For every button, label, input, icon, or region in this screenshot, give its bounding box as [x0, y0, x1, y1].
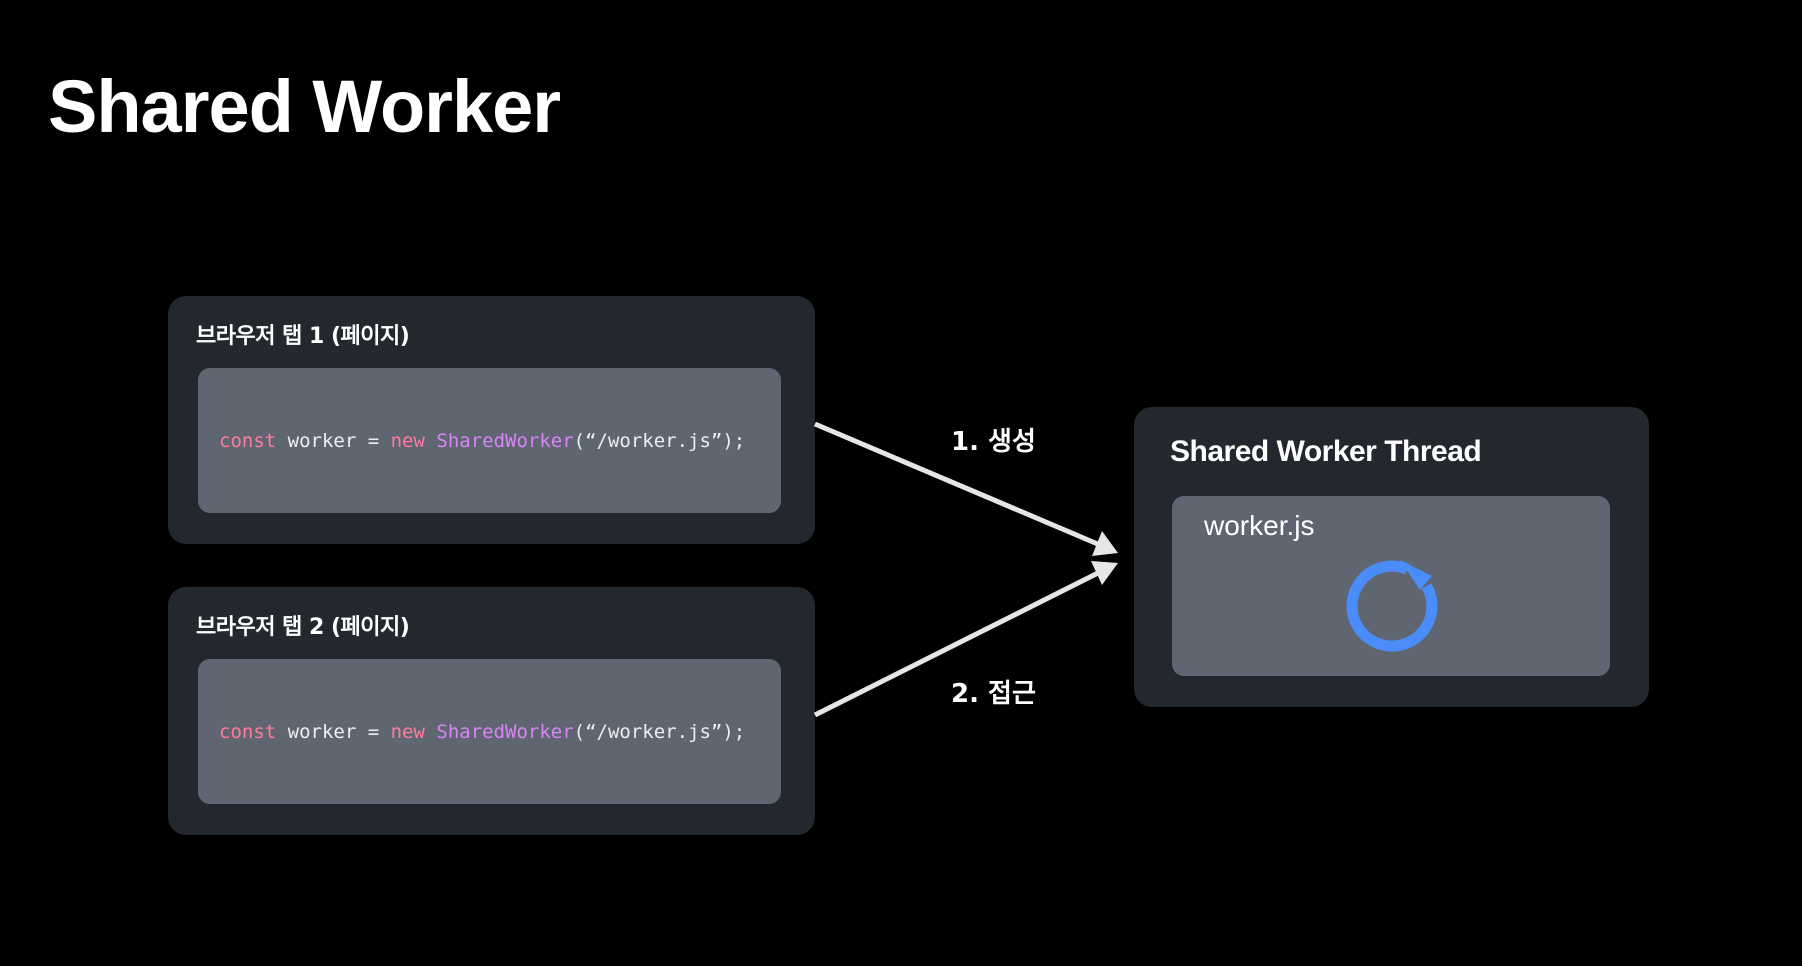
worker-file-name: worker.js	[1204, 510, 1315, 541]
slide-title: Shared Worker	[48, 65, 561, 148]
reload-icon	[1346, 560, 1438, 652]
arrow-create-head	[1092, 531, 1118, 556]
arrow-access	[813, 569, 1102, 718]
code-variable: worker =	[276, 720, 391, 743]
code-keyword-const: const	[219, 720, 277, 743]
browser-tab-2-code-box: const worker = new SharedWorker(“/worker…	[198, 659, 781, 804]
code-class-name: SharedWorker	[436, 429, 574, 452]
code-class-name: SharedWorker	[436, 720, 574, 743]
code-variable: worker =	[276, 429, 391, 452]
worker-file-box: worker.js	[1172, 496, 1610, 676]
browser-tab-1-code-line: const worker = new SharedWorker(“/worker…	[219, 430, 745, 452]
browser-tab-2-code-line: const worker = new SharedWorker(“/worker…	[219, 721, 745, 743]
shared-worker-thread-panel: Shared Worker Thread worker.js	[1134, 407, 1649, 707]
code-arguments: (“/worker.js”);	[573, 720, 746, 743]
code-arguments: (“/worker.js”);	[573, 429, 746, 452]
step-create-label: 1. 생성	[951, 427, 1036, 457]
browser-tab-2-label: 브라우저 탭 2 (페이지)	[196, 615, 410, 640]
arrow-create	[814, 421, 1101, 548]
browser-tab-1-label: 브라우저 탭 1 (페이지)	[196, 324, 410, 349]
code-keyword-new: new	[390, 429, 425, 452]
shared-worker-thread-title: Shared Worker Thread	[1170, 435, 1482, 468]
step-access-label: 2. 접근	[951, 679, 1036, 709]
code-keyword-new: new	[390, 720, 425, 743]
arrow-access-head	[1091, 561, 1118, 585]
code-keyword-const: const	[219, 429, 277, 452]
browser-tab-2-panel: 브라우저 탭 2 (페이지) const worker = new Shared…	[168, 587, 815, 835]
browser-tab-1-code-box: const worker = new SharedWorker(“/worker…	[198, 368, 781, 513]
browser-tab-1-panel: 브라우저 탭 1 (페이지) const worker = new Shared…	[168, 296, 815, 544]
